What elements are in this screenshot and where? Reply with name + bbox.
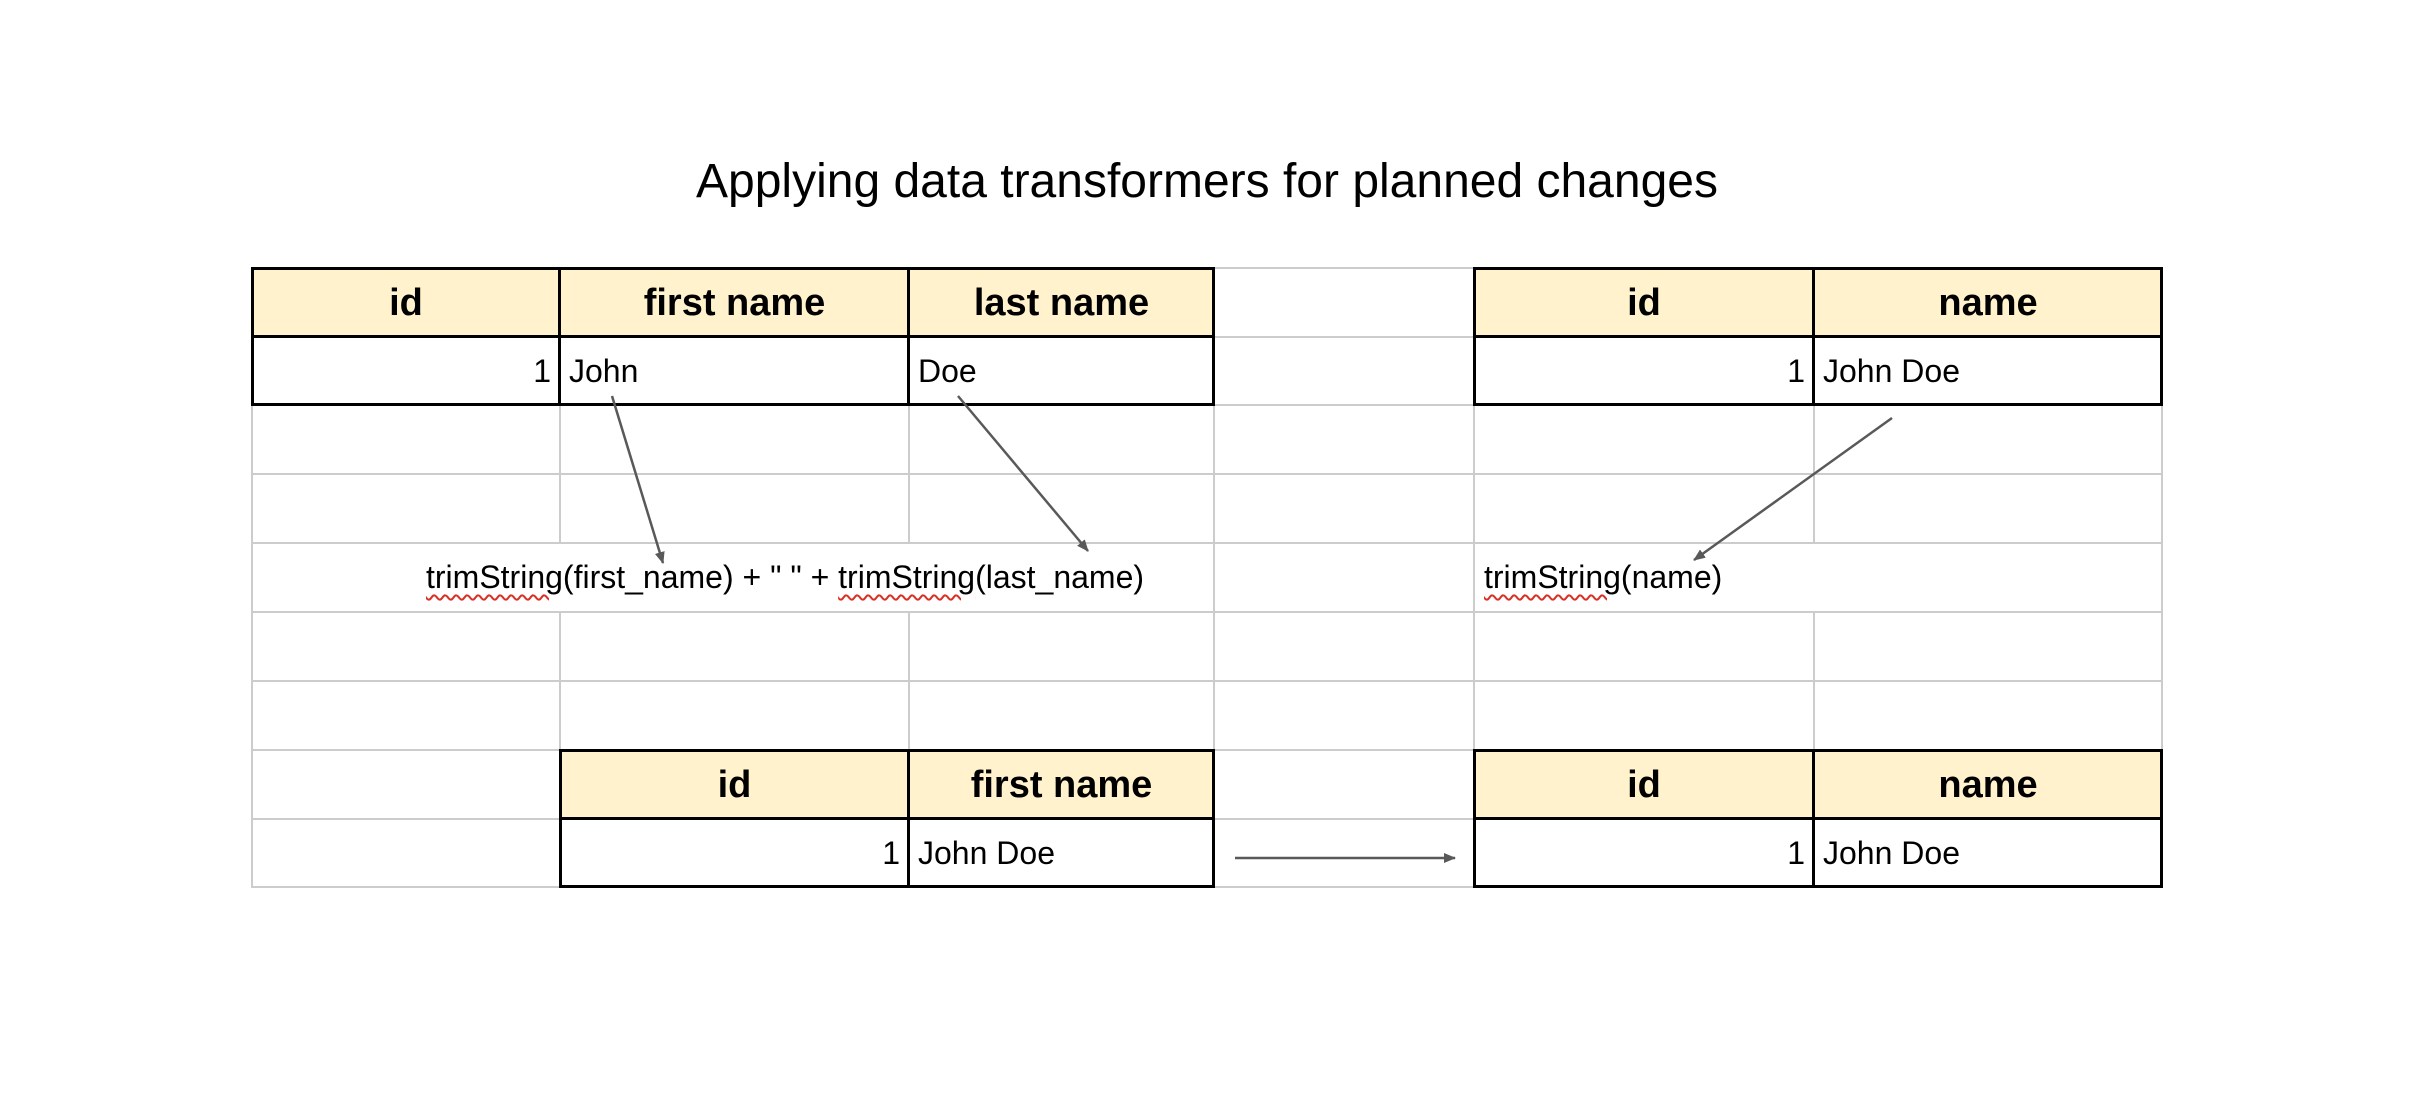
source-left-header-first-name[interactable]: first name: [561, 269, 908, 336]
formula-right-arg: (name): [1620, 559, 1723, 595]
gridline: [251, 611, 2163, 613]
spreadsheet-grid: id first name last name 1 John Doe id na…: [251, 267, 2163, 888]
source-left-cell-first-name[interactable]: John: [569, 353, 639, 389]
source-right-cell-name[interactable]: John Doe: [1823, 353, 1960, 389]
source-left-cell-id[interactable]: 1: [533, 353, 551, 389]
result-right-header-name[interactable]: name: [1815, 751, 2161, 818]
gridline: [251, 404, 2163, 406]
formula-left-arg2: (last_name): [975, 559, 1145, 595]
result-left-header-id[interactable]: id: [561, 751, 908, 818]
formula-right[interactable]: trimString(name): [1484, 557, 1722, 597]
gridline: [1213, 267, 1215, 888]
gridline: [2161, 267, 2163, 888]
source-left-header-last-name[interactable]: last name: [910, 269, 1213, 336]
result-right-cell-id[interactable]: 1: [1787, 835, 1805, 871]
result-left-header-first-name[interactable]: first name: [910, 751, 1213, 818]
diagram-title: Applying data transformers for planned c…: [696, 155, 1718, 208]
formula-right-fn: trimString: [1484, 559, 1621, 595]
formula-left-arg1: (first_name) + " " +: [562, 559, 839, 595]
source-right-header-id[interactable]: id: [1475, 269, 1813, 336]
gridline: [251, 267, 253, 888]
formula-left[interactable]: trimString(first_name) + " " + trimStrin…: [426, 557, 1144, 597]
source-right-cell-id[interactable]: 1: [1787, 353, 1805, 389]
gridline: [251, 542, 2163, 544]
formula-left-fn1: trimString: [426, 559, 563, 595]
result-right-cell-name[interactable]: John Doe: [1823, 835, 1960, 871]
result-right-header-id[interactable]: id: [1475, 751, 1813, 818]
gridline: [251, 886, 2163, 888]
gridline: [251, 680, 2163, 682]
source-left-header-id[interactable]: id: [253, 269, 559, 336]
result-left-cell-id[interactable]: 1: [882, 835, 900, 871]
gridline: [251, 473, 2163, 475]
source-left-cell-last-name[interactable]: Doe: [918, 353, 977, 389]
result-left-cell-first-name[interactable]: John Doe: [918, 835, 1055, 871]
source-right-header-name[interactable]: name: [1815, 269, 2161, 336]
formula-left-fn2: trimString: [838, 559, 976, 595]
gridline: [1473, 267, 1475, 888]
